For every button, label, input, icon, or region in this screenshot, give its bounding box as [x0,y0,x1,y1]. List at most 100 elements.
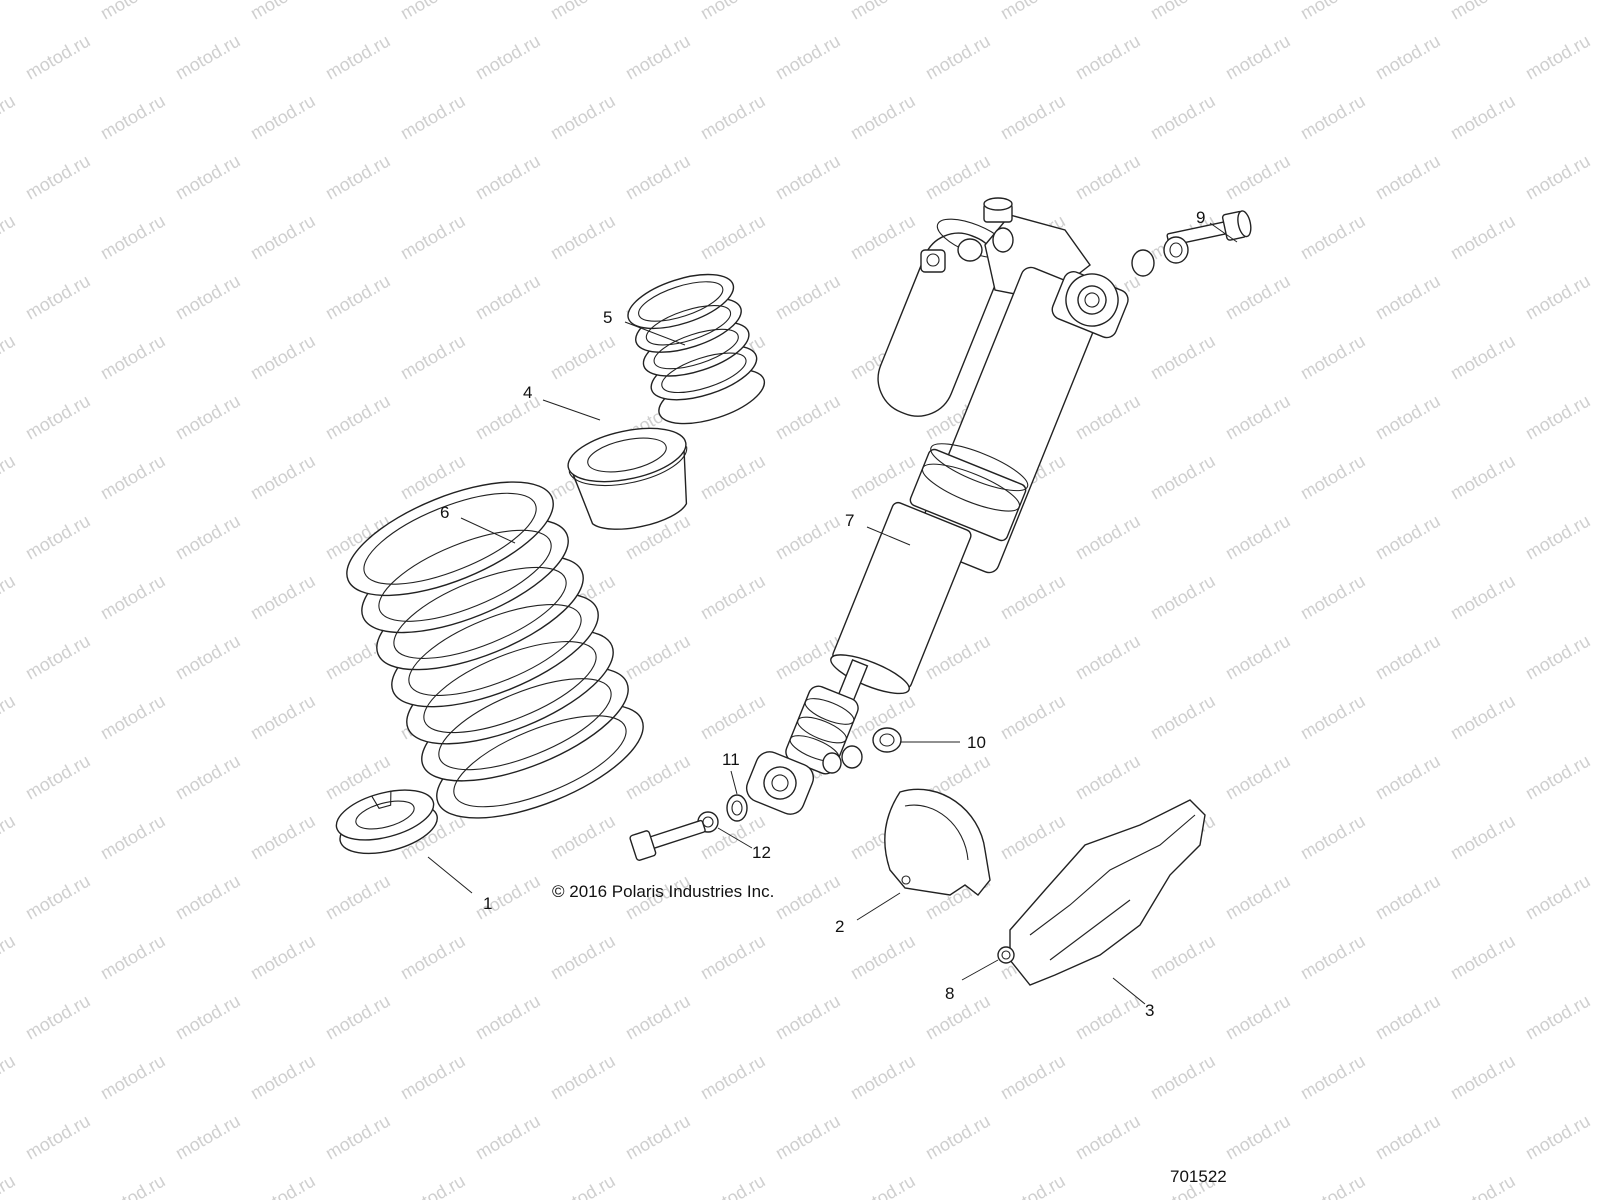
watermark-text: motod.ru [847,1171,919,1200]
watermark-text: motod.ru [172,991,244,1044]
watermark-text: motod.ru [1222,871,1294,924]
watermark-text: motod.ru [97,331,169,384]
watermark-text: motod.ru [622,991,694,1044]
watermark-text: motod.ru [1522,991,1594,1044]
watermark-text: motod.ru [172,271,244,324]
watermark-text: motod.ru [0,691,19,744]
watermark-text: motod.ru [997,571,1069,624]
watermark-text: motod.ru [1447,691,1519,744]
watermark-text: motod.ru [772,511,844,564]
watermark-text: motod.ru [1147,691,1219,744]
spring-seat-part-1 [335,789,438,855]
watermark-text: motod.ru [247,1171,319,1200]
callout-3: 3 [1145,1001,1154,1020]
watermark-text: motod.ru [1447,571,1519,624]
watermark-text: motod.ru [1522,31,1594,84]
watermark-text: motod.ru [1072,31,1144,84]
watermark-text: motod.ru [322,1111,394,1164]
watermark-text: motod.ru [547,1051,619,1104]
watermark-text: motod.ru [1072,751,1144,804]
fastener-part-8 [997,946,1015,964]
watermark-text: motod.ru [1447,0,1519,23]
watermark-text: motod.ru [472,391,544,444]
watermark-text: motod.ru [1072,991,1144,1044]
diagram-number: 701522 [1170,1167,1227,1186]
watermark-text: motod.ru [1297,571,1369,624]
callout-5: 5 [603,308,612,327]
watermark-text: motod.ru [1297,1171,1369,1200]
watermark-text: motod.ru [0,91,19,144]
watermark-text: motod.ru [0,1051,19,1104]
watermark-text: motod.ru [697,571,769,624]
watermark-text: motod.ru [697,691,769,744]
watermark-text: motod.ru [1222,991,1294,1044]
watermark-text: motod.ru [22,31,94,84]
callout-10: 10 [967,733,986,752]
watermark-text: motod.ru [1147,931,1219,984]
watermark-text: motod.ru [922,1111,994,1164]
watermark-text: motod.ru [397,1051,469,1104]
watermark-text: motod.ru [622,1111,694,1164]
watermark-text: motod.ru [97,1051,169,1104]
watermark-text: motod.ru [1522,511,1594,564]
watermark-text: motod.ru [1072,391,1144,444]
watermark-text: motod.ru [322,391,394,444]
watermark-text: motod.ru [1522,151,1594,204]
watermark-text: motod.ru [1372,1111,1444,1164]
watermark-text: motod.ru [172,751,244,804]
watermark-text: motod.ru [97,91,169,144]
watermark-text: motod.ru [1447,211,1519,264]
watermark-text: motod.ru [1072,1111,1144,1164]
watermark-text: motod.ru [847,0,919,23]
watermark-text: motod.ru [247,211,319,264]
watermark-text: motod.ru [847,91,919,144]
watermark-text: motod.ru [1297,211,1369,264]
callout-1: 1 [483,894,492,913]
watermark-text: motod.ru [97,0,169,23]
watermark-text: motod.ru [172,871,244,924]
watermark-text: motod.ru [1522,631,1594,684]
watermark-text: motod.ru [97,571,169,624]
watermark-text: motod.ru [997,691,1069,744]
callout-9: 9 [1196,208,1205,227]
watermark-text: motod.ru [1372,511,1444,564]
watermark-text: motod.ru [97,451,169,504]
watermark-text: motod.ru [247,91,319,144]
watermark-text: motod.ru [1297,331,1369,384]
watermark-text: motod.ru [547,811,619,864]
watermark-text: motod.ru [322,271,394,324]
watermark-text: motod.ru [247,1051,319,1104]
watermark-text: motod.ru [22,271,94,324]
leader-lines [427,222,1238,1005]
watermark-text: motod.ru [1147,0,1219,23]
watermark-text: motod.ru [0,211,19,264]
watermark-text: motod.ru [247,811,319,864]
watermark-text: motod.ru [0,931,19,984]
callout-labels: 1 2 3 4 5 6 7 8 9 10 11 12 [440,208,1205,1020]
watermark-text: motod.ru [847,211,919,264]
watermark-text: motod.ru [397,931,469,984]
watermark-text: motod.ru [247,0,319,23]
watermark-text: motod.ru [397,331,469,384]
watermark-text: motod.ru [622,151,694,204]
watermark-text: motod.ru [1447,91,1519,144]
watermark-text: motod.ru [97,811,169,864]
watermark-text: motod.ru [97,1171,169,1200]
watermark-text: motod.ru [172,151,244,204]
watermark-text: motod.ru [1297,0,1369,23]
watermark-text: motod.ru [472,271,544,324]
watermark-text: motod.ru [1372,391,1444,444]
watermark-text: motod.ru [1222,271,1294,324]
watermark-text: motod.ru [1372,631,1444,684]
copyright-notice: © 2016 Polaris Industries Inc. [552,882,774,901]
watermark-text: motod.ru [547,931,619,984]
watermark-text: motod.ru [247,451,319,504]
watermark-text: motod.ru [0,331,19,384]
watermark-text: motod.ru [172,391,244,444]
watermark-text: motod.ru [697,91,769,144]
watermark-text: motod.ru [1522,1111,1594,1164]
callout-2: 2 [835,917,844,936]
watermark-text: motod.ru [322,31,394,84]
watermark-text: motod.ru [1447,1051,1519,1104]
